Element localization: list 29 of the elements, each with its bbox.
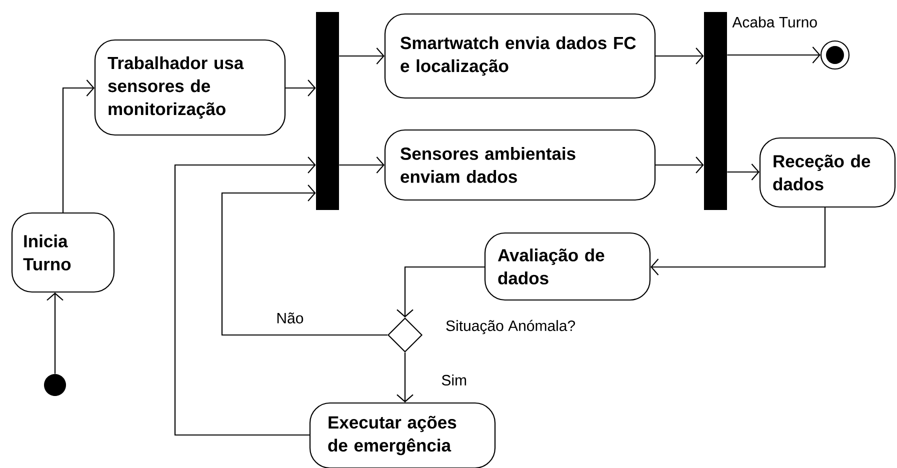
sync-bar: [704, 12, 727, 210]
action-box: Trabalhador usa sensores de monitorização: [94, 39, 286, 136]
arrow: [396, 266, 484, 318]
arrow: [286, 80, 316, 96]
arrow: [221, 184, 388, 336]
action-box: Avaliação de dados: [484, 232, 651, 301]
arrow: [396, 352, 414, 402]
arrow: [727, 164, 760, 180]
end-node: [820, 40, 850, 70]
arrow: [339, 48, 384, 64]
action-box: Smartwatch envia dados FC e localização: [384, 13, 656, 99]
edge-label: Acaba Turno: [731, 16, 819, 28]
action-box: Receção de dados: [759, 137, 896, 208]
arrow: [727, 46, 820, 64]
edge-label: Sim: [440, 373, 468, 386]
sync-bar: [316, 12, 339, 210]
arrow: [656, 48, 704, 64]
edge-label: Não: [275, 312, 305, 324]
start-dot: [44, 374, 66, 396]
condition-label: Situação Anómala?: [446, 320, 576, 334]
arrow: [656, 156, 704, 174]
arrow: [650, 208, 826, 276]
arrow: [339, 156, 384, 174]
arrow: [46, 292, 64, 374]
action-box: Executar ações de emergência: [309, 402, 496, 468]
action-box: Inicia Turno: [11, 212, 115, 293]
action-box: Sensores ambientais enviam dados: [384, 129, 656, 201]
arrow: [62, 80, 94, 212]
arrow: [174, 156, 316, 436]
